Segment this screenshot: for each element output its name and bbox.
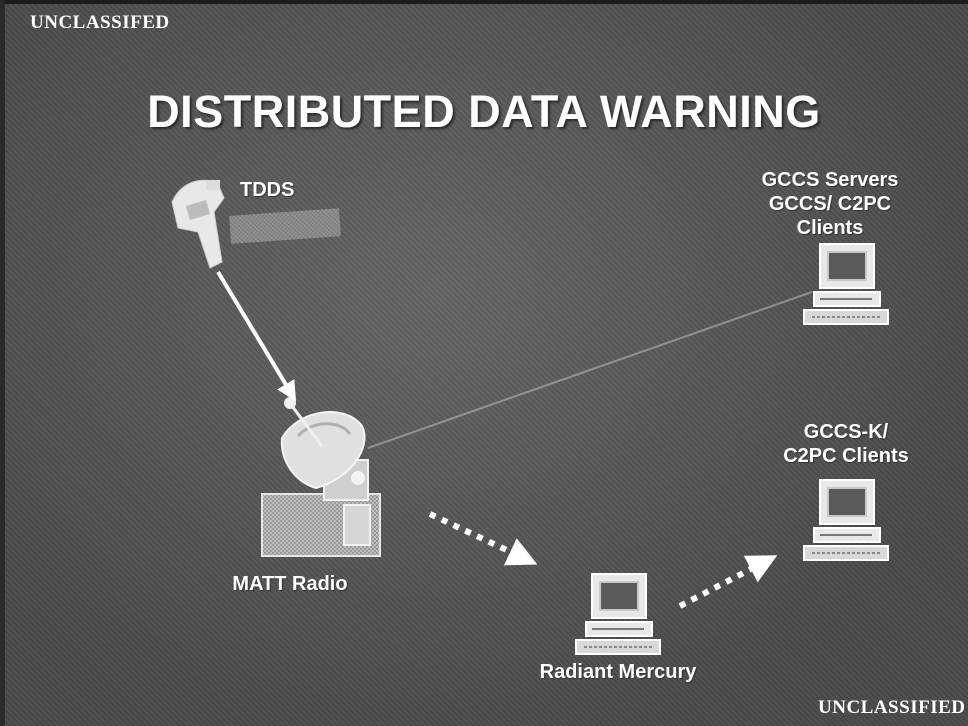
computer-icon bbox=[803, 243, 889, 325]
link-matt-to-radiant bbox=[428, 511, 538, 566]
node-label-radiant-mercury: Radiant Mercury bbox=[539, 661, 697, 683]
satellite-icon bbox=[171, 179, 341, 269]
node-label-line: C2PC Clients bbox=[783, 445, 909, 467]
node-label-gccs-servers: GCCS Servers GCCS/ C2PC Clients bbox=[720, 168, 940, 240]
slide-title: DISTRIBUTED DATA WARNING bbox=[147, 86, 821, 137]
classification-banner-top: UNCLASSIFED bbox=[30, 12, 170, 33]
node-label-line: Clients bbox=[796, 217, 864, 239]
link-matt-to-gccs-servers bbox=[367, 291, 813, 449]
classification-banner-bottom: UNCLASSIFIED bbox=[818, 697, 966, 718]
computer-icon bbox=[803, 479, 889, 561]
computer-icon bbox=[575, 573, 661, 655]
slide-border-top bbox=[0, 0, 968, 4]
slide-border-left bbox=[0, 0, 5, 726]
link-radiant-to-gccs-k bbox=[678, 555, 778, 609]
node-label-gccs-k: GCCS-K/ C2PC Clients bbox=[752, 420, 940, 468]
link-tdds-to-matt bbox=[216, 270, 297, 402]
node-label-line: GCCS-K/ bbox=[803, 421, 889, 443]
node-label-line: GCCS/ C2PC bbox=[768, 193, 892, 215]
satellite-dish-icon bbox=[261, 397, 381, 557]
node-label-line: GCCS Servers bbox=[761, 169, 899, 191]
node-label-tdds: TDDS bbox=[240, 179, 295, 201]
node-label-matt-radio: MATT Radio bbox=[232, 573, 348, 595]
